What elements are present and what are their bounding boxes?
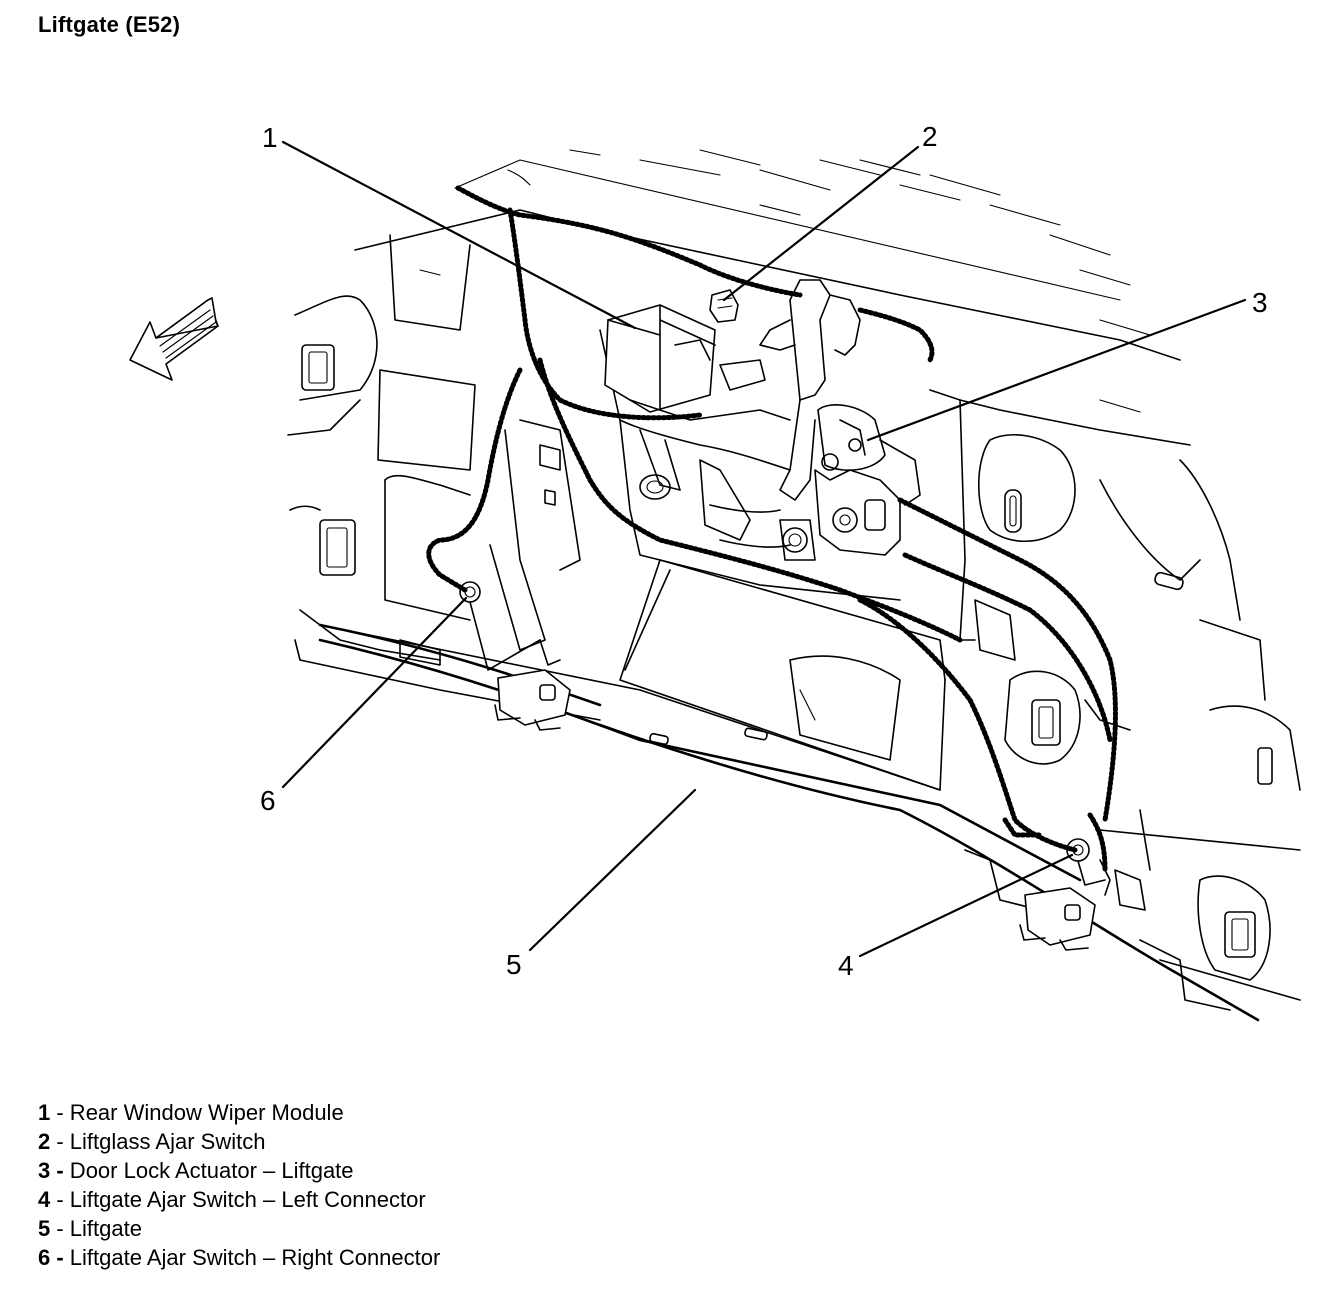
wire-harness bbox=[426, 185, 1118, 873]
liftgate-illustration: 1 2 3 4 5 6 bbox=[129, 121, 1301, 1022]
parts-legend: 1 - Rear Window Wiper Module 2 - Liftgla… bbox=[38, 1098, 440, 1272]
legend-label: - Liftglass Ajar Switch bbox=[50, 1129, 266, 1154]
legend-label: - Rear Window Wiper Module bbox=[50, 1100, 344, 1125]
legend-item: 5 - Liftgate bbox=[38, 1214, 440, 1243]
callout-6: 6 bbox=[260, 785, 276, 816]
leader-4 bbox=[858, 853, 1074, 958]
callout-1: 1 bbox=[262, 122, 278, 153]
legend-label: Door Lock Actuator – Liftgate bbox=[63, 1158, 354, 1183]
legend-number: 5 bbox=[38, 1216, 51, 1241]
callout-5: 5 bbox=[506, 949, 522, 980]
legend-number: 4 bbox=[38, 1187, 51, 1212]
liftgate-ajar-switch-right-connector bbox=[459, 581, 561, 671]
legend-number: 2 bbox=[38, 1129, 51, 1154]
callout-leader-lines bbox=[281, 140, 1247, 958]
diagram-title: Liftgate (E52) bbox=[38, 12, 181, 37]
legend-item: 4 - Liftgate Ajar Switch – Left Connecto… bbox=[38, 1185, 440, 1214]
leader-5 bbox=[528, 788, 697, 952]
legend-number: 1 bbox=[38, 1100, 51, 1125]
direction-arrow-icon bbox=[129, 297, 219, 381]
legend-number: 6 - bbox=[38, 1245, 64, 1270]
callout-numbers: 1 2 3 4 5 6 bbox=[260, 121, 1268, 981]
legend-item: 6 - Liftgate Ajar Switch – Right Connect… bbox=[38, 1243, 440, 1272]
legend-item: 2 - Liftglass Ajar Switch bbox=[38, 1127, 440, 1156]
lower-latch-right bbox=[1019, 887, 1096, 951]
leader-2 bbox=[722, 145, 920, 302]
leader-3 bbox=[866, 298, 1247, 442]
callout-4: 4 bbox=[838, 950, 854, 981]
leader-6 bbox=[281, 596, 468, 789]
liftgate-panel bbox=[287, 149, 1301, 1022]
callout-2: 2 bbox=[922, 121, 938, 152]
legend-label: - Liftgate bbox=[50, 1216, 142, 1241]
legend-label: Liftgate Ajar Switch – Right Connector bbox=[63, 1245, 441, 1270]
leader-1 bbox=[281, 140, 637, 330]
callout-3: 3 bbox=[1252, 287, 1268, 318]
legend-item: 1 - Rear Window Wiper Module bbox=[38, 1098, 440, 1127]
door-lock-actuator bbox=[817, 404, 886, 471]
liftglass-ajar-switch bbox=[709, 289, 739, 323]
legend-label: - Liftgate Ajar Switch – Left Connector bbox=[50, 1187, 426, 1212]
legend-number: 3 - bbox=[38, 1158, 64, 1183]
legend-item: 3 - Door Lock Actuator – Liftgate bbox=[38, 1156, 440, 1185]
lower-latch-left bbox=[494, 669, 571, 731]
rear-window-wiper-module bbox=[604, 304, 791, 421]
